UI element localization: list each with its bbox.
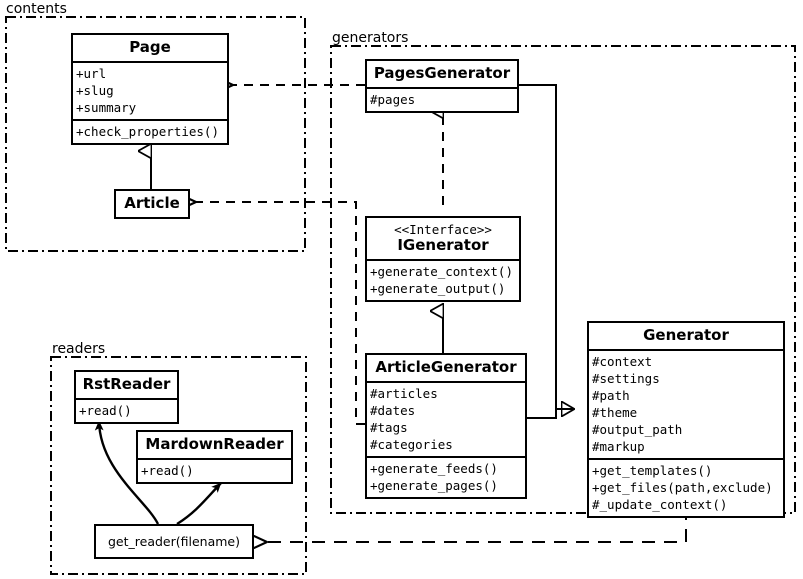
attribute-row: #path [592,387,630,403]
class-igenerator-name: <<Interface>> IGenerator [367,218,519,259]
package-label-generators: generators [332,30,409,46]
class-mardown-reader[interactable]: MardownReader +read() [136,430,293,484]
attribute-row: +url [76,65,107,81]
method-row: #_update_context() [592,496,728,512]
package-frame-contents [5,16,306,252]
class-rst-reader[interactable]: RstReader +read() [74,370,179,424]
class-article-name: Article [124,194,180,212]
attribute-row: +summary [76,99,137,115]
attribute-row: #theme [592,404,638,420]
relation-getreader-to-rstreader [94,420,160,525]
method-row: +generate_pages() [370,477,498,493]
attribute-row: #settings [592,370,660,386]
class-igenerator-stereotype: <<Interface>> [394,222,492,237]
attribute-row: #articles [370,385,438,401]
class-igenerator-title: IGenerator [397,236,489,254]
attribute-row: #markup [592,438,645,454]
relation-articlegenerator-depends-article [196,202,365,425]
class-article[interactable]: Article [114,189,190,219]
method-row: +check_properties() [76,123,219,139]
relation-pagesgenerator-generalizes-generator [519,84,574,409]
class-rst-reader-methods: +read() [76,397,177,422]
method-row: +generate_output() [370,280,506,296]
class-page-name: Page [129,38,171,56]
attribute-row: #categories [370,436,453,452]
class-pages-generator-name: PagesGenerator [373,64,511,82]
class-pages-generator[interactable]: PagesGenerator #pages [365,59,519,113]
class-generator[interactable]: Generator #context #settings #path #them… [587,321,785,518]
package-frame-readers [50,356,307,575]
attribute-row: #pages [370,91,416,107]
class-generator-name: Generator [643,326,729,344]
class-generator-methods: +get_templates() +get_files(path,exclude… [589,457,783,516]
class-article-generator-name: ArticleGenerator [375,358,517,376]
attribute-row: #dates [370,402,416,418]
method-row: +read() [141,462,194,478]
method-row: +get_files(path,exclude) [592,479,773,495]
class-igenerator-methods: +generate_context() +generate_output() [367,258,519,300]
function-node-get-reader-label: get_reader(filename) [108,534,240,549]
class-page-attributes: +url +slug +summary [73,60,227,119]
package-frame-generators [330,45,796,514]
class-page-methods: +check_properties() [73,118,227,143]
class-article-generator[interactable]: ArticleGenerator #articles #dates #tags … [365,353,527,499]
relation-generator-depends-getreader [267,507,687,542]
class-article-generator-attributes: #articles #dates #tags #categories [367,380,525,456]
class-igenerator[interactable]: <<Interface>> IGenerator +generate_conte… [365,216,521,302]
method-row: +read() [79,402,132,418]
class-rst-reader-name: RstReader [82,375,171,393]
attribute-row: #tags [370,419,408,435]
package-label-contents: contents [6,1,67,17]
method-row: +generate_feeds() [370,460,498,476]
relation-articlegenerator-generalizes-generator [527,408,574,419]
class-article-generator-methods: +generate_feeds() +generate_pages() [367,455,525,497]
attribute-row: #output_path [592,421,683,437]
class-pages-generator-attributes: #pages [367,86,517,111]
attribute-row: #context [592,353,653,369]
class-page[interactable]: Page +url +slug +summary +check_properti… [71,33,229,145]
function-node-get-reader[interactable]: get_reader(filename) [94,524,254,559]
class-mardown-reader-name: MardownReader [145,435,284,453]
attribute-row: +slug [76,82,114,98]
relation-getreader-to-mardownreader [176,482,222,526]
class-generator-attributes: #context #settings #path #theme #output_… [589,348,783,458]
method-row: +get_templates() [592,462,713,478]
method-row: +generate_context() [370,263,513,279]
package-label-readers: readers [52,341,106,357]
class-mardown-reader-methods: +read() [138,457,291,482]
